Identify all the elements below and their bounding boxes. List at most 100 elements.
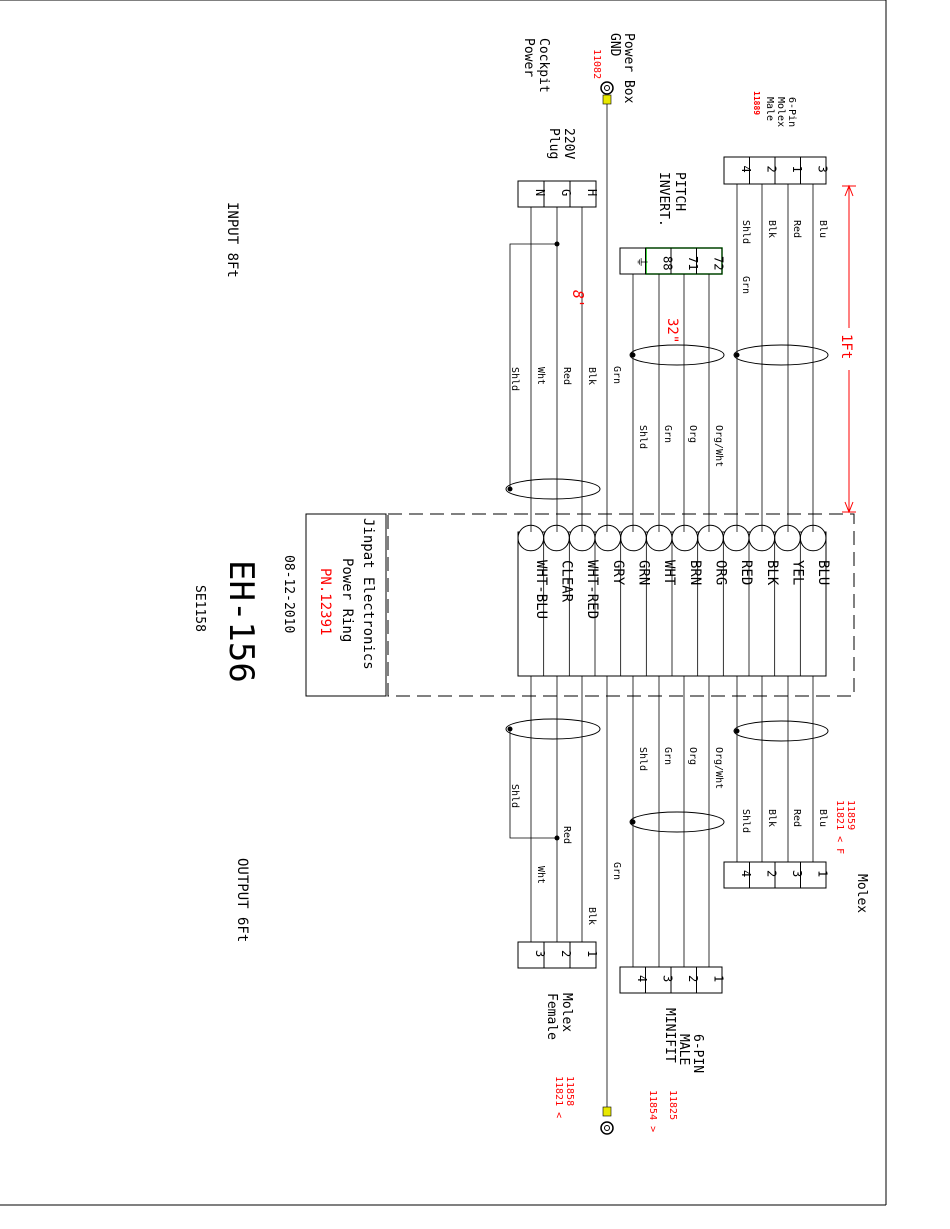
minifit-pin-label: 2 [686,975,700,982]
ground-wire [600,81,614,1135]
pitch-pin-label: 72 [711,256,725,270]
ring-circle-5 [671,524,699,552]
in-wire-shld-plug: Shld [509,367,520,391]
in-wire-shld: Shld [740,220,751,244]
power-box-part: 11082 [591,49,602,79]
plug-pin-label: N [533,189,547,196]
ring-part-number: PN.12391 [317,568,333,635]
out-wire-shld: Shld [740,809,751,833]
connector-220v-plug: HGN 220V Plug [517,128,599,208]
out-wire-grn: Grn [662,747,673,765]
molex-f-part-2: 11821 < F [834,800,845,854]
minifit-pin-label: 4 [635,975,649,982]
ground-lug-top-sleeve [602,94,612,105]
cockpit-title-2: Power [521,38,536,77]
top-molex-title-2: Molex [775,97,786,127]
molex-f-part-1: 11859 [845,800,856,830]
plug-pin-label: H [585,189,599,196]
top-molex-pin-label: 3 [815,166,829,173]
in-wire-red-plug: Red [561,367,572,385]
plug-pin-label: G [559,189,573,196]
in-wire-grn-shield: Grn [740,276,751,294]
ring-color-label: GRN [636,560,652,585]
output-junction-dots [507,726,740,841]
ring-color-label: GRY [610,560,626,586]
in-wire-shld-pitch: Shld [637,425,648,449]
plug-title-1: 220V [561,128,576,159]
power-box-title-2: GND [607,33,622,57]
top-molex-pin-label: 2 [764,166,778,173]
ring-color-label: WHT-BLU [533,560,549,619]
ring-color-label: BRN [687,560,703,585]
one-foot-dimension [842,184,856,514]
out-wire-wht-female: Wht [535,866,546,884]
one-foot-label: 1Ft [838,334,854,359]
out-wire-shld-minifit: Shld [637,747,648,771]
out-wire-shld-female: Shld [509,784,520,808]
minifit-title-2: MALE [676,1034,691,1065]
female-pin-label: 1 [585,950,599,957]
ring-circle-10 [543,524,570,552]
ring-circle-8 [594,524,622,552]
output-wire-labels: Blu Red Blk Shld Org/Wht Org Grn Shld Gr… [509,747,828,925]
minifit-part-1: 11825 [667,1090,678,1120]
pitch-title-2: INVERT. [656,172,671,227]
female-title-2: Female [544,993,559,1040]
top-molex-title-1: 6-Pin [786,97,797,127]
connector-molex-female: 123 Molex Female 11858 11821 < [517,941,599,1118]
female-title-1: Molex [559,993,574,1032]
minifit-pin-cell [619,966,646,994]
in-wire-red: Red [791,220,802,238]
female-part-2: 11821 < [553,1076,564,1118]
out-wire-blk: Blk [766,809,777,827]
pitch-pin-label: 71 [686,256,700,270]
in-wire-org-wht: Org/Wht [713,425,724,467]
out-wire-org-wht: Org/Wht [713,747,724,789]
top-molex-title-3: Male [764,97,775,121]
ring-color-label: BLU [815,560,831,585]
ring-circle-3 [722,524,750,552]
out-wire-grn-gnd: Grn [611,862,622,880]
ring-color-label: WHT-RED [584,560,600,619]
out-wire-blk-female: Blk [586,907,597,925]
female-pin-label: 2 [559,950,573,957]
molex-f-pin-label: 4 [739,870,753,877]
power-box-labels: Power Box GND 11082 Cockpit Power [521,33,636,104]
cockpit-title-1: Cockpit [536,38,551,93]
top-molex-pin-label: 4 [739,166,753,173]
power-box-title-1: Power Box [621,33,636,104]
plug-length-label: 8' [569,290,587,308]
input-wire-labels: Blu Red Blk Shld Grn Org/Wht Org Grn Shl… [509,220,828,467]
molex-f-pin-label: 2 [764,870,778,877]
ring-circle-7 [620,524,647,552]
ring-date: 08-12-2010 [281,555,296,633]
ring-dividers [543,538,801,676]
in-wire-org: Org [687,425,698,443]
in-wire-blk: Blk [766,220,777,238]
ring-product: Power Ring [339,558,355,642]
minifit-pin-label: 1 [711,975,725,982]
molex-female-pins: 123 [517,941,599,969]
ring-color-label: CLEAR [559,560,575,603]
in-wire-grn: Grn [662,425,673,443]
ring-wire-colors: BLUYELBLKREDORGBRNWHTGRNGRYWHT-REDCLEARW… [533,560,831,619]
ring-color-label: RED [738,560,754,585]
female-pin-cell [517,941,545,969]
ring-color-label: BLK [764,560,780,586]
ring-title-block: Jinpat Electronics Power Ring PN.12391 0… [192,518,376,683]
ring-model: EH-156 [221,560,261,683]
ring-circle-4 [697,524,724,552]
ground-lug-bottom-sleeve [602,1106,612,1117]
ring-brand: Jinpat Electronics [360,518,376,670]
out-wire-red: Red [791,809,802,827]
female-part-1: 11858 [564,1076,575,1106]
molex-f-pin-label: 1 [815,870,829,877]
